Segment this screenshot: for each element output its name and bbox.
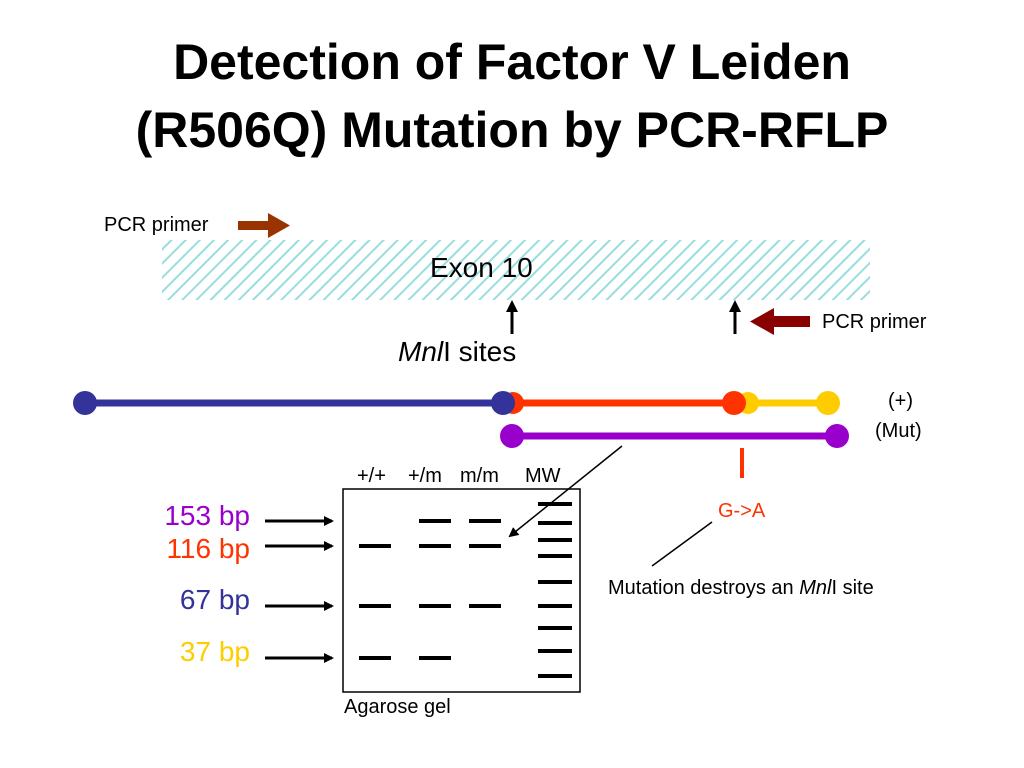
mnli-site-arrow-2 — [729, 300, 741, 334]
pointer-line-to-mutation — [651, 521, 713, 567]
lane-label-hom: m/m — [460, 465, 499, 487]
reverse-primer-label: PCR primer — [822, 311, 927, 333]
forward-primer-arrow — [238, 213, 290, 238]
wild-type-label: (+) — [888, 390, 913, 412]
yellow-fragment-end-dot — [816, 391, 840, 415]
lane-label-het: +/m — [408, 465, 442, 487]
page-title-line-2: (R506Q) Mutation by PCR-RFLP — [135, 102, 889, 158]
gel-caption: Agarose gel — [344, 696, 451, 718]
mutation-note-prefix: Mutation destroys an — [608, 577, 800, 599]
band-label-67: 67 bp — [179, 584, 250, 615]
forward-primer-label: PCR primer — [104, 214, 209, 236]
purple-fragment-end-dot — [825, 424, 849, 448]
lane-label-wt: +/+ — [357, 465, 386, 487]
blue-fragment-end-dot — [491, 391, 515, 415]
red-fragment-end-dot — [722, 391, 746, 415]
mnli-sites-label: MnlI sites — [398, 336, 516, 368]
band-label-153: 153 bp — [164, 500, 250, 531]
purple-fragment-start-dot — [500, 424, 524, 448]
exon-region — [162, 240, 870, 300]
mutant-label: (Mut) — [875, 420, 922, 442]
exon-label: Exon 10 — [430, 252, 533, 283]
lane-label-mw: MW — [525, 465, 561, 487]
mutation-note: Mutation destroys an MnlI site — [608, 577, 874, 600]
sites-suffix: I sites — [443, 336, 517, 367]
enzyme-name: Mnl — [398, 336, 444, 367]
mutation-note-enzyme: Mnl — [799, 577, 832, 599]
mnli-site-arrow-1 — [506, 300, 518, 334]
pointer-line-to-gel — [508, 445, 623, 538]
band-label-37: 37 bp — [179, 636, 250, 667]
gel-box — [342, 488, 581, 693]
mutation-note-suffix: I site — [831, 577, 874, 599]
reverse-primer-arrow — [750, 308, 810, 335]
blue-fragment-start-dot — [73, 391, 97, 415]
page-title-line-1: Detection of Factor V Leiden — [173, 34, 851, 90]
band-label-116: 116 bp — [166, 533, 250, 564]
mutation-label: G->A — [718, 500, 766, 522]
